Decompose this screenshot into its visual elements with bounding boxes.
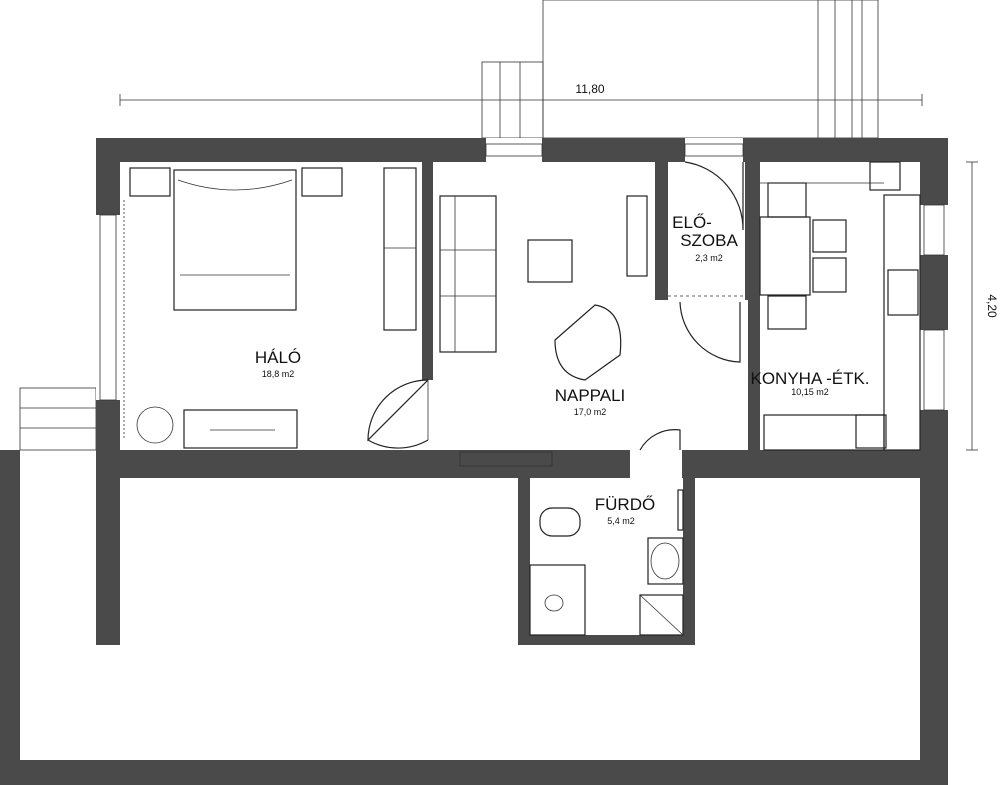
room-furdo: FÜRDŐ 5,4 m2 — [595, 495, 655, 526]
room-area: 5,4 m2 — [607, 516, 635, 526]
room-halo: HÁLÓ 18,8 m2 — [255, 348, 301, 379]
height-label: 4,20 — [985, 294, 999, 318]
dimension-width: 11,80 — [119, 82, 923, 106]
room-nappali: NAPPALI 17,0 m2 — [555, 386, 626, 417]
room-name: HÁLÓ — [255, 348, 301, 367]
doors — [367, 161, 744, 451]
room-eloszoba: ELŐ- SZOBA 2,3 m2 — [672, 213, 738, 263]
room-konyha: KONYHA -ÉTK. 10,15 m2 — [750, 369, 869, 397]
walls — [0, 138, 948, 785]
room-area: 18,8 m2 — [262, 369, 295, 379]
room-area: 17,0 m2 — [574, 407, 607, 417]
room-area: 2,3 m2 — [695, 253, 723, 263]
room-name: FÜRDŐ — [595, 495, 655, 514]
room-name-2: SZOBA — [680, 231, 738, 250]
room-name: KONYHA -ÉTK. — [750, 369, 869, 388]
room-area: 10,15 m2 — [791, 387, 829, 397]
furniture — [123, 161, 921, 636]
room-name: NAPPALI — [555, 386, 626, 405]
width-label: 11,80 — [575, 82, 604, 96]
dimension-height: 4,20 — [966, 161, 999, 451]
room-name: ELŐ- — [672, 213, 712, 232]
